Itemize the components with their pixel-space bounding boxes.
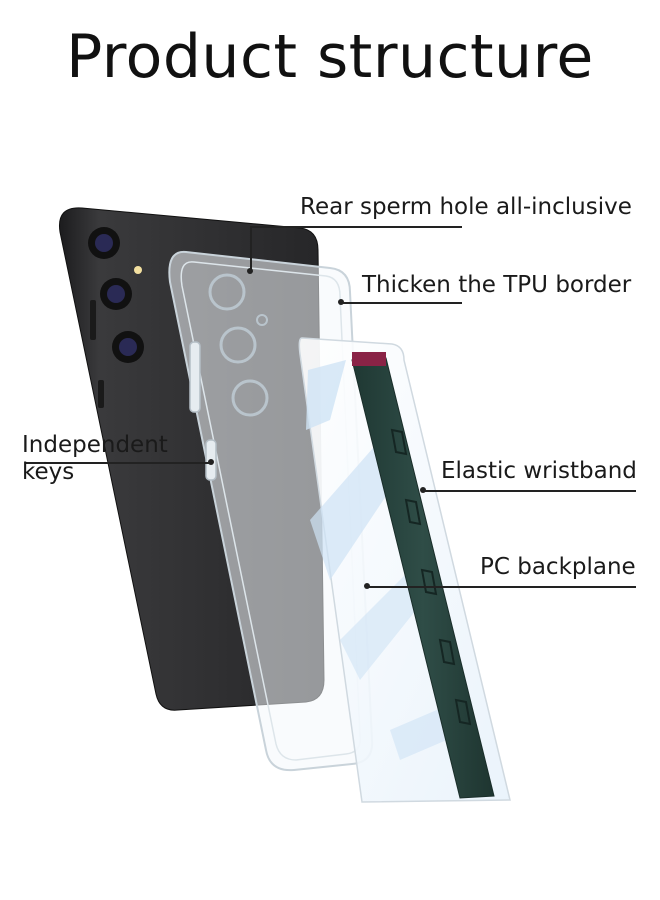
dot-backplane (364, 583, 370, 589)
leader-wristband (424, 490, 636, 492)
phone-cameras (88, 227, 144, 363)
dot-wristband (420, 487, 426, 493)
leader-backplane (368, 586, 636, 588)
label-independent-keys-line2: keys (22, 459, 75, 485)
leader-rear-hole-drop (250, 226, 252, 270)
leader-rear-hole (250, 226, 462, 228)
dot-tpu-border (338, 299, 344, 305)
dot-independent-keys (208, 459, 214, 465)
page-title: Product structure (66, 22, 594, 92)
label-rear-hole: Rear sperm hole all-inclusive (300, 194, 632, 220)
leader-independent-keys (26, 462, 210, 464)
elastic-wristband (351, 352, 495, 799)
dot-rear-hole (247, 268, 253, 274)
label-backplane: PC backplane (480, 554, 636, 580)
label-wristband: Elastic wristband (441, 458, 637, 484)
label-independent-keys-line1: Independent (22, 432, 168, 458)
leader-tpu-border (342, 302, 462, 304)
label-tpu-border: Thicken the TPU border (362, 272, 632, 298)
